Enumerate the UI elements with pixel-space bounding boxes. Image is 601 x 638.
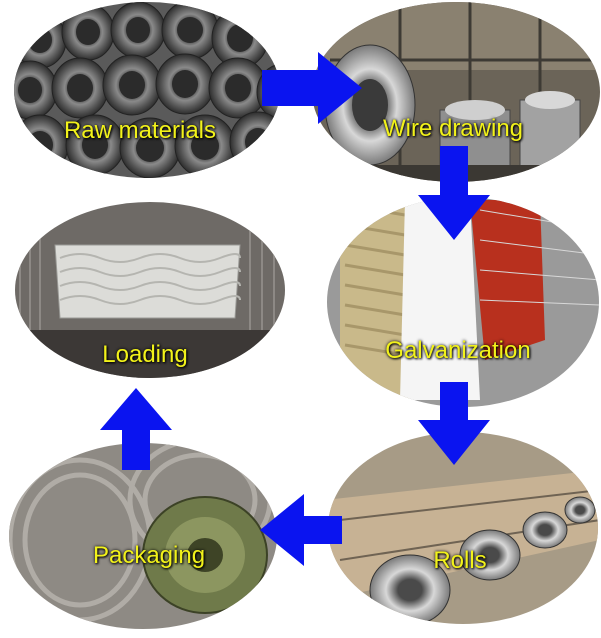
arrow-wire-to-galv <box>418 146 490 240</box>
step-label-wire-drawing: Wire drawing <box>382 115 524 142</box>
arrow-rolls-to-pack <box>260 494 342 566</box>
arrow-raw-to-wire <box>262 52 362 124</box>
step-label-galvanization: Galvanization <box>385 337 531 364</box>
step-label-raw-materials: Raw materials <box>63 117 217 144</box>
flow-arrows <box>100 52 490 566</box>
galvanization-photo <box>327 197 599 407</box>
step-label-rolls: Rolls <box>433 547 487 574</box>
packaging-photo <box>9 443 277 629</box>
step-label-packaging: Packaging <box>92 542 206 569</box>
arrow-pack-to-load <box>100 388 172 470</box>
rolls-photo <box>328 432 598 624</box>
step-label-loading: Loading <box>102 341 188 368</box>
arrow-galv-to-rolls <box>418 382 490 465</box>
